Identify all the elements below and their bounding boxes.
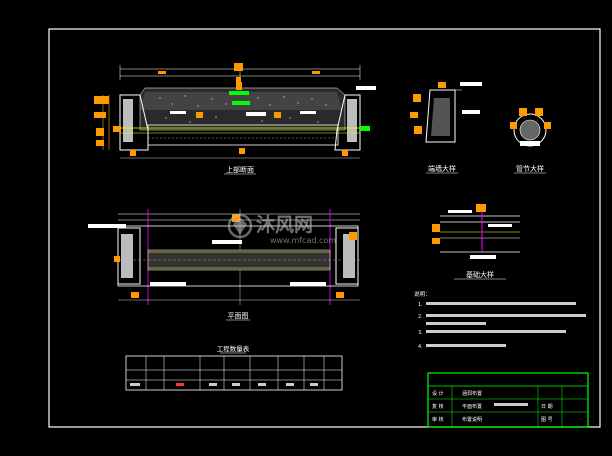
foundation-detail-view: 基础大样 [432, 204, 520, 280]
note-item-2: 2. [418, 314, 423, 320]
title-row-1-label: 设 计 [432, 390, 444, 397]
pipe-joint-view-title: 管节大样 [516, 164, 544, 173]
section-view: 上部断面 [94, 63, 376, 175]
wing-wall-view-title: 端墙大样 [428, 164, 456, 173]
notes-heading: 说明： [414, 290, 431, 298]
section-view-title: 上部断面 [226, 165, 254, 174]
title-row-3-label: 审 核 [432, 416, 444, 423]
plan-view: 平面图 [88, 209, 360, 321]
note-item-3: 3. [418, 330, 423, 336]
title-block: 设 计 涵洞布置 复 核 平面布置 审 核 布置说明 日 期 图 号 [427, 372, 589, 428]
wing-wall-view: 端墙大样 [410, 82, 482, 174]
sheet-number-label: 图 号 [541, 417, 553, 423]
note-item-1: 1. [418, 302, 423, 308]
sheet-date-label: 日 期 [541, 404, 553, 410]
title-row-2-label: 复 核 [432, 403, 444, 410]
quantity-table-title: 工程数量表 [217, 344, 250, 353]
note-item-4: 4. [418, 344, 423, 350]
plan-view-title: 平面图 [228, 312, 249, 320]
watermark-url: www.mfcad.com [270, 236, 336, 245]
quantity-table: 工程数量表 [125, 344, 343, 391]
pipe-joint-view: 管节大样 [510, 108, 551, 174]
title-row-1-value: 涵洞布置 [462, 390, 482, 397]
foundation-detail-view-title: 基础大样 [466, 270, 494, 279]
title-row-2-value: 平面布置 [462, 403, 482, 410]
notes-block: 说明： 1. 2. 3. 4. [414, 290, 586, 350]
watermark: 沐风网 www.mfcad.com [227, 213, 336, 245]
title-row-3-value: 布置说明 [462, 416, 482, 423]
watermark-brand: 沐风网 [256, 214, 313, 236]
watermark-logo-icon [227, 213, 253, 239]
outer-frame [48, 28, 601, 428]
